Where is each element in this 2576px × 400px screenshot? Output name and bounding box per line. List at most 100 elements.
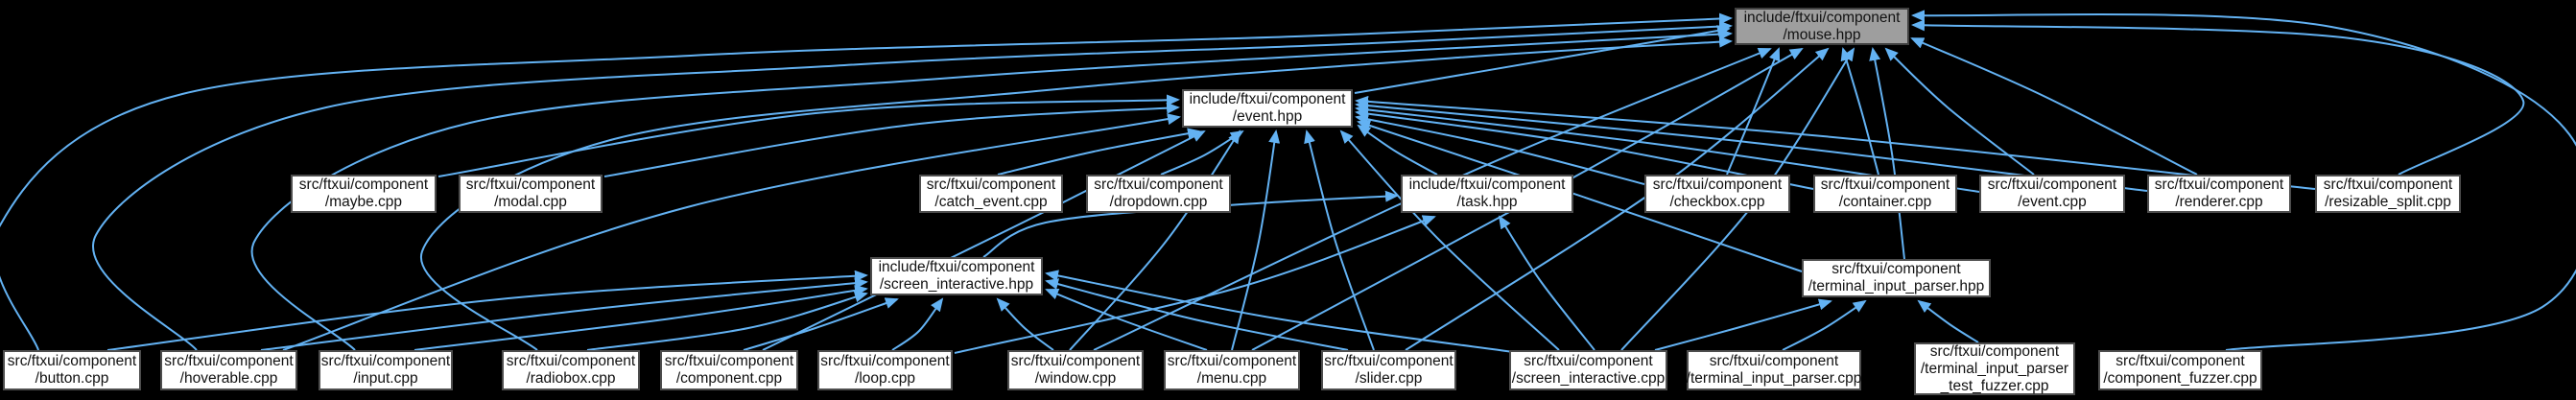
- node-label-line: /resizable_split.cpp: [2325, 194, 2451, 210]
- node-label-line: src/ftxui/component: [1524, 353, 1653, 369]
- edge-container-cpp-to-mouse-hpp: [1840, 47, 1879, 176]
- edge-renderer-cpp-to-mouse-hpp: [1910, 37, 2198, 176]
- edge-input-cpp-to-screen-interactive-hpp: [414, 284, 868, 351]
- node-label-line: src/ftxui/component: [1987, 176, 2117, 193]
- node-label-line: /menu.cpp: [1196, 370, 1267, 387]
- node-label-line: /component.cpp: [675, 370, 783, 387]
- node-input-cpp[interactable]: src/ftxui/component/input.cpp: [319, 350, 453, 390]
- node-label-line: /event.cpp: [2018, 194, 2087, 210]
- node-mouse-hpp[interactable]: include/ftxui/component/mouse.hpp: [1735, 8, 1909, 45]
- node-label-line: src/ftxui/component: [1010, 353, 1141, 369]
- node-catch-event-cpp[interactable]: src/ftxui/component/catch_event.cpp: [919, 175, 1063, 213]
- node-label-line: /window.cpp: [1034, 370, 1117, 387]
- node-label-line: src/ftxui/component: [926, 176, 1056, 193]
- edge-checkbox-cpp-to-mouse-hpp: [1726, 47, 1781, 176]
- node-label-line: /button.cpp: [35, 370, 109, 387]
- node-button-cpp[interactable]: src/ftxui/component/button.cpp: [3, 350, 141, 390]
- node-dropdown-cpp[interactable]: src/ftxui/component/dropdown.cpp: [1086, 175, 1231, 213]
- node-resizable-split-cpp[interactable]: src/ftxui/component/resizable_split.cpp: [2315, 175, 2461, 213]
- edge-component-cpp-to-screen-interactive-hpp: [743, 297, 899, 351]
- node-screen-interactive-hpp[interactable]: include/ftxui/component/screen_interacti…: [870, 257, 1043, 295]
- edge-button-cpp-to-screen-interactive-hpp: [106, 270, 868, 351]
- edge-screen-interactive-cpp-to-screen-interactive-hpp: [1045, 270, 1522, 354]
- node-label-line: /modal.cpp: [494, 194, 567, 210]
- node-label-line: /terminal_input_parser.hpp: [1808, 278, 1985, 294]
- node-renderer-cpp[interactable]: src/ftxui/component/renderer.cpp: [2147, 175, 2291, 213]
- node-label-line: /hoverable.cpp: [179, 370, 278, 387]
- edge-checkbox-cpp-to-event-hpp: [1355, 113, 1645, 185]
- edge-catch-event-cpp-to-event-hpp: [997, 128, 1201, 176]
- node-label-line: src/ftxui/component: [2323, 176, 2453, 193]
- edge-window-cpp-to-event-hpp: [1069, 129, 1241, 351]
- node-maybe-cpp[interactable]: src/ftxui/component/maybe.cpp: [291, 175, 437, 213]
- node-screen-interactive-cpp[interactable]: src/ftxui/component/screen_interactive.c…: [1509, 350, 1667, 390]
- node-label-line: src/ftxui/component: [1167, 353, 1297, 369]
- edge-slider-cpp-to-event-hpp: [1304, 129, 1375, 351]
- edge-slider-cpp-to-screen-interactive-hpp: [1045, 278, 1349, 351]
- node-slider-cpp[interactable]: src/ftxui/component/slider.cpp: [1321, 350, 1456, 390]
- edge-radiobox-cpp-to-screen-interactive-hpp: [586, 291, 868, 351]
- node-label-line: include/ftxui/component: [1743, 9, 1901, 26]
- edge-hoverable-cpp-to-event-hpp: [282, 113, 1181, 351]
- edge-terminal-input-parser-test-fuzzer-cpp-to-terminal-input-parser-hpp: [1917, 299, 1979, 343]
- edge-window-cpp-to-screen-interactive-hpp: [996, 297, 1054, 351]
- node-checkbox-cpp[interactable]: src/ftxui/component/checkbox.cpp: [1644, 175, 1790, 213]
- node-event-cpp[interactable]: src/ftxui/component/event.cpp: [1979, 175, 2125, 213]
- node-label-line: /slider.cpp: [1355, 370, 1423, 387]
- edge-menu-cpp-to-event-hpp: [1231, 129, 1281, 351]
- node-event-hpp[interactable]: include/ftxui/component/event.hpp: [1182, 89, 1353, 128]
- node-label-line: /terminal_input_parser.cpp: [1686, 370, 1862, 387]
- node-label-line: src/ftxui/component: [506, 353, 636, 369]
- node-label-line: src/ftxui/component: [1094, 176, 1223, 193]
- node-label-line: src/ftxui/component: [7, 353, 137, 369]
- edge-resizable-split-cpp-to-mouse-hpp: [1911, 19, 2525, 176]
- node-label-line: src/ftxui/component: [1709, 353, 1839, 369]
- node-label-line: src/ftxui/component: [1929, 342, 2060, 360]
- node-label-line: src/ftxui/component: [1820, 176, 1950, 193]
- node-label-line: src/ftxui/component: [1324, 353, 1453, 369]
- node-radiobox-cpp[interactable]: src/ftxui/component/radiobox.cpp: [502, 350, 640, 390]
- edge-terminal-input-parser-hpp-to-mouse-hpp: [1869, 47, 1905, 260]
- node-label-line: include/ftxui/component: [1408, 176, 1566, 193]
- edge-screen-interactive-cpp-to-event-hpp: [1339, 129, 1560, 351]
- node-label-line: src/ftxui/component: [664, 353, 794, 369]
- node-label-line: /radiobox.cpp: [526, 370, 616, 387]
- edge-task-hpp-to-event-hpp: [1357, 124, 1438, 176]
- node-component-fuzzer-cpp[interactable]: src/ftxui/component/component_fuzzer.cpp: [2098, 350, 2262, 390]
- node-label-line: /dropdown.cpp: [1109, 194, 1208, 210]
- node-label-line: /component_fuzzer.cpp: [2103, 370, 2257, 387]
- node-terminal-input-parser-test-fuzzer-cpp[interactable]: src/ftxui/component/terminal_input_parse…: [1914, 342, 2075, 395]
- node-label-line: src/ftxui/component: [1832, 261, 1961, 277]
- node-task-hpp[interactable]: include/ftxui/component/task.hpp: [1401, 175, 1573, 213]
- node-window-cpp[interactable]: src/ftxui/component/window.cpp: [1007, 350, 1144, 390]
- edge-screen-interactive-cpp-to-terminal-input-parser-hpp: [1654, 298, 1832, 351]
- node-label-line: src/ftxui/component: [2154, 176, 2284, 193]
- edge-component-cpp-to-event-hpp: [762, 130, 1206, 351]
- edge-hoverable-cpp-to-mouse-hpp: [92, 20, 1733, 351]
- node-label-line: /event.hpp: [1232, 108, 1303, 125]
- edge-modal-cpp-to-event-hpp: [603, 102, 1180, 177]
- node-label-line: src/ftxui/component: [1652, 176, 1783, 193]
- edge-component-fuzzer-cpp-to-mouse-hpp: [1911, 10, 2576, 351]
- node-terminal-input-parser-cpp[interactable]: src/ftxui/component/terminal_input_parse…: [1687, 350, 1861, 390]
- edge-radiobox-cpp-to-mouse-hpp: [420, 35, 1733, 351]
- node-label-line: /loop.cpp: [855, 370, 915, 387]
- node-hoverable-cpp[interactable]: src/ftxui/component/hoverable.cpp: [160, 350, 297, 390]
- node-label-line: src/ftxui/component: [2115, 353, 2245, 369]
- node-label-line: /task.hpp: [1456, 194, 1518, 210]
- node-container-cpp[interactable]: src/ftxui/component/container.cpp: [1813, 175, 1957, 213]
- node-menu-cpp[interactable]: src/ftxui/component/menu.cpp: [1164, 350, 1300, 390]
- node-label-line: /renderer.cpp: [2175, 194, 2263, 210]
- node-terminal-input-parser-hpp[interactable]: src/ftxui/component/terminal_input_parse…: [1802, 259, 1991, 297]
- node-modal-cpp[interactable]: src/ftxui/component/modal.cpp: [459, 175, 603, 213]
- node-loop-cpp[interactable]: src/ftxui/component/loop.cpp: [817, 350, 953, 390]
- node-label-line: /mouse.hpp: [1783, 26, 1861, 43]
- edge-button-cpp-to-mouse-hpp: [0, 12, 1733, 351]
- edge-input-cpp-to-mouse-hpp: [250, 28, 1733, 351]
- node-component-cpp[interactable]: src/ftxui/component/component.cpp: [660, 350, 798, 390]
- edge-maybe-cpp-to-event-hpp: [437, 94, 1180, 177]
- edge-loop-cpp-to-task-hpp: [954, 215, 1436, 354]
- node-label-line: _test_fuzzer.cpp: [1940, 377, 2049, 394]
- node-label-line: include/ftxui/component: [1189, 91, 1346, 107]
